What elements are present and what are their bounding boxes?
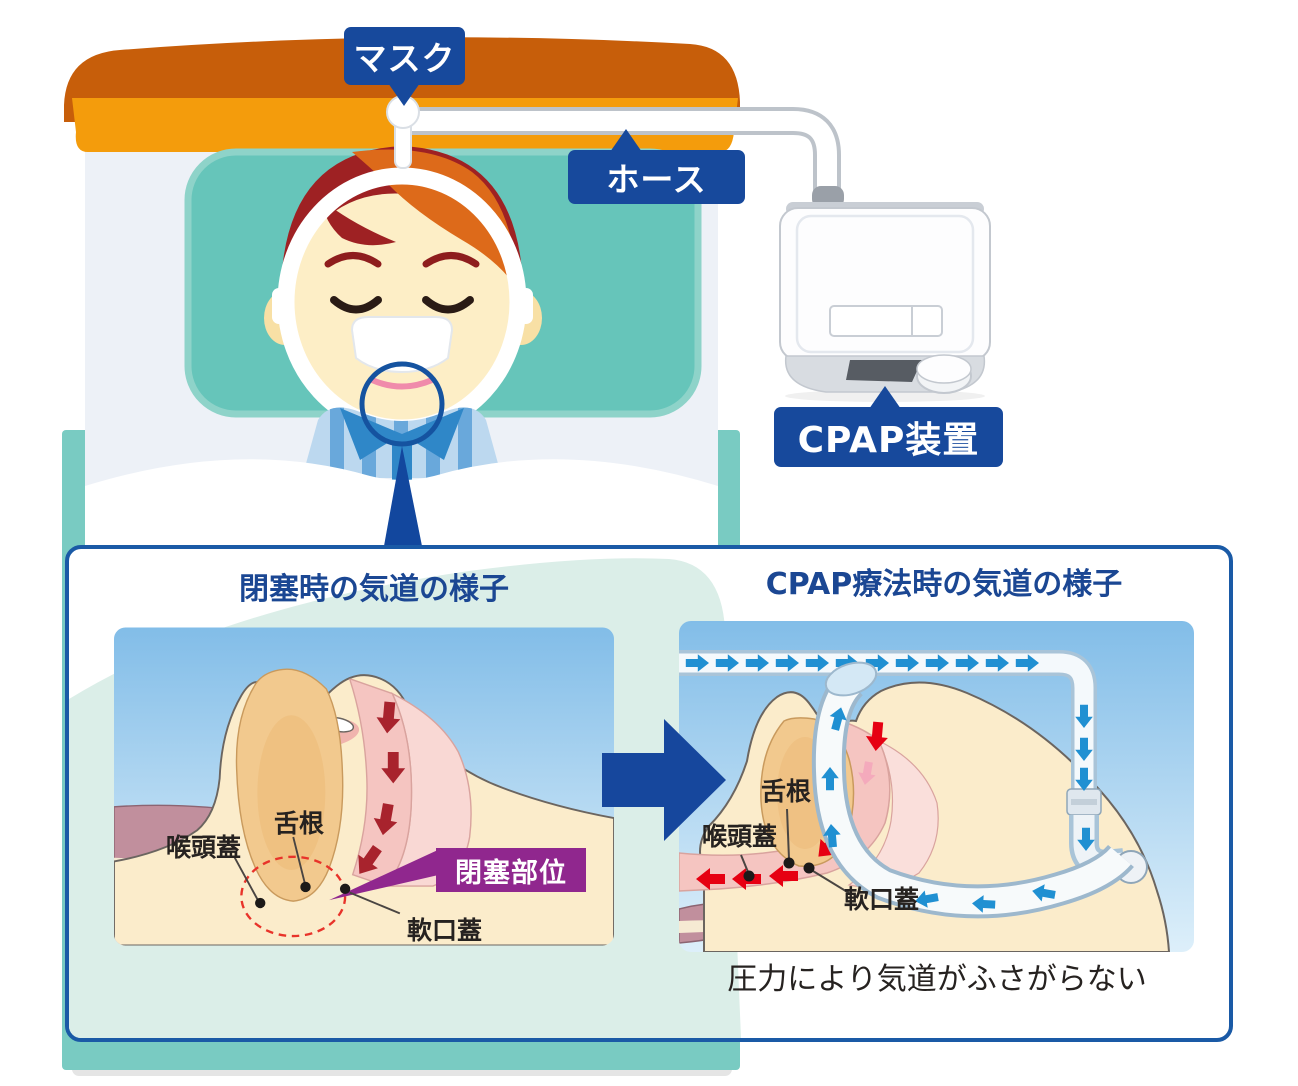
cpap-machine (779, 186, 991, 402)
mask-callout: マスク (344, 27, 465, 106)
right-diagram-title: CPAP療法時の気道の様子 (765, 567, 1123, 602)
left-tongue-root-label: 舌根 (274, 809, 325, 838)
cpap-device-callout: CPAP装置 (774, 386, 1003, 467)
right-epiglottis-label: 喉頭蓋 (702, 822, 778, 851)
open-airway-caption: 圧力により気道がふさがらない (727, 962, 1147, 997)
right-leader-lines (740, 808, 850, 894)
airway-comparison-panel: 閉塞時の気道の様子 CPAP療法時の気道の様子 (65, 545, 1233, 1042)
mask-callout-pointer-icon (388, 83, 420, 106)
cpap-airway-diagram (679, 621, 1194, 952)
left-soft-palate-label: 軟口蓋 (407, 916, 483, 945)
blocked-airway (348, 678, 472, 887)
left-epiglottis-label: 喉頭蓋 (166, 833, 242, 862)
hose-callout: ホース (568, 129, 745, 204)
cpap-device-callout-label: CPAP装置 (797, 420, 980, 461)
left-label-dots (255, 881, 351, 909)
right-soft-palate-label: 軟口蓋 (844, 885, 920, 914)
hose-callout-pointer-icon (610, 129, 642, 152)
obstruction-site-tag: 閉塞部位 (436, 848, 586, 892)
right-tongue-root-label: 舌根 (761, 777, 812, 806)
mask-tube (811, 661, 1134, 919)
transition-arrow-icon (602, 719, 726, 841)
left-leader-lines (233, 836, 401, 915)
mask-callout-label: マスク (353, 39, 456, 78)
obstructed-airway-diagram (114, 627, 614, 946)
cpap-device-callout-pointer-icon (869, 386, 901, 409)
right-label-dots (743, 857, 815, 882)
hose-callout-label: ホース (606, 160, 707, 199)
magnifier-indicator (359, 361, 445, 546)
cpap-hose (412, 107, 841, 198)
left-diagram-title: 閉塞時の気道の様子 (239, 572, 509, 607)
tongue (235, 668, 344, 902)
face (324, 252, 480, 390)
